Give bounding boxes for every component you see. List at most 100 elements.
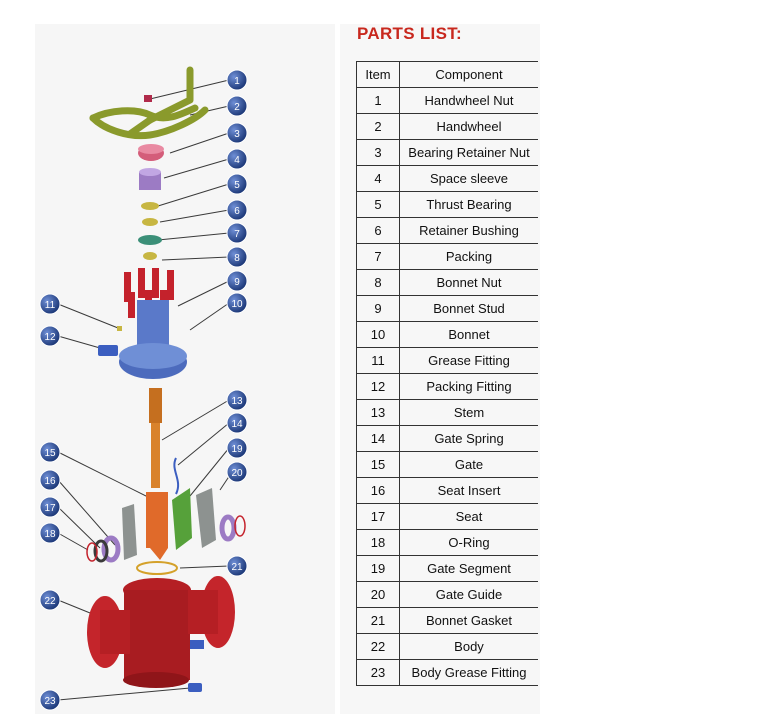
row-item: 15 bbox=[357, 452, 400, 478]
table-row: 2Handwheel bbox=[357, 114, 539, 140]
row-component: Seat bbox=[400, 504, 539, 530]
o-ring-right bbox=[235, 516, 245, 536]
row-item: 14 bbox=[357, 426, 400, 452]
row-item: 3 bbox=[357, 140, 400, 166]
row-component: Handwheel Nut bbox=[400, 88, 539, 114]
parts-table: Item Component 1Handwheel Nut 2Handwheel… bbox=[356, 61, 538, 686]
callout-label-7: 7 bbox=[234, 229, 240, 240]
callout-label-14: 14 bbox=[231, 419, 243, 430]
bonnet-flange-top bbox=[119, 343, 187, 369]
body-grease-fitting-side bbox=[190, 640, 204, 649]
gate-segment bbox=[172, 488, 192, 550]
row-item: 13 bbox=[357, 400, 400, 426]
packing-fitting bbox=[98, 345, 118, 356]
row-component: Packing Fitting bbox=[400, 374, 539, 400]
row-component: Seat Insert bbox=[400, 478, 539, 504]
row-item: 12 bbox=[357, 374, 400, 400]
row-item: 9 bbox=[357, 296, 400, 322]
row-item: 11 bbox=[357, 348, 400, 374]
callout-label-13: 13 bbox=[231, 396, 243, 407]
retainer-bushing bbox=[142, 218, 158, 226]
packing-bushing bbox=[143, 252, 157, 260]
table-row: 12Packing Fitting bbox=[357, 374, 539, 400]
row-component: Bonnet Stud bbox=[400, 296, 539, 322]
row-component: Bearing Retainer Nut bbox=[400, 140, 539, 166]
row-item: 19 bbox=[357, 556, 400, 582]
callout-label-12: 12 bbox=[44, 332, 56, 343]
row-item: 10 bbox=[357, 322, 400, 348]
row-component: Bonnet bbox=[400, 322, 539, 348]
row-item: 16 bbox=[357, 478, 400, 504]
row-component: O-Ring bbox=[400, 530, 539, 556]
callout-label-22: 22 bbox=[44, 596, 56, 607]
row-component: Bonnet Nut bbox=[400, 270, 539, 296]
row-component: Body bbox=[400, 634, 539, 660]
grease-fitting bbox=[117, 326, 122, 331]
stem-threads bbox=[149, 388, 162, 423]
callout-label-8: 8 bbox=[234, 253, 240, 264]
bearing-retainer-nut-top bbox=[138, 144, 164, 154]
callout-label-1: 1 bbox=[234, 76, 240, 87]
callout-label-21: 21 bbox=[231, 562, 243, 573]
callout-label-6: 6 bbox=[234, 206, 240, 217]
row-item: 8 bbox=[357, 270, 400, 296]
row-component: Retainer Bushing bbox=[400, 218, 539, 244]
callout-label-2: 2 bbox=[234, 102, 240, 113]
handwheel bbox=[93, 70, 205, 136]
thrust-bearing bbox=[141, 202, 159, 210]
callout-label-10: 10 bbox=[231, 299, 243, 310]
space-sleeve-top bbox=[139, 168, 161, 176]
header-component: Component bbox=[400, 62, 539, 88]
callout-label-9: 9 bbox=[234, 277, 240, 288]
parts-table-header: Item Component bbox=[357, 62, 539, 88]
row-component: Body Grease Fitting bbox=[400, 660, 539, 686]
callout-label-23: 23 bbox=[44, 696, 56, 707]
row-item: 21 bbox=[357, 608, 400, 634]
row-item: 7 bbox=[357, 244, 400, 270]
row-component: Gate Guide bbox=[400, 582, 539, 608]
valve-body bbox=[87, 576, 235, 688]
header-item: Item bbox=[357, 62, 400, 88]
bonnet-gasket bbox=[137, 562, 177, 574]
row-component: Grease Fitting bbox=[400, 348, 539, 374]
row-component: Gate Segment bbox=[400, 556, 539, 582]
gate bbox=[146, 492, 168, 560]
row-item: 1 bbox=[357, 88, 400, 114]
seat-insert-right bbox=[222, 517, 234, 539]
right-gate-guide bbox=[196, 488, 216, 548]
handwheel-nut bbox=[144, 95, 152, 102]
row-component: Handwheel bbox=[400, 114, 539, 140]
left-gate-guide bbox=[122, 504, 137, 560]
row-item: 20 bbox=[357, 582, 400, 608]
body-grease-fitting bbox=[188, 683, 202, 692]
row-component: Bonnet Gasket bbox=[400, 608, 539, 634]
row-component: Stem bbox=[400, 400, 539, 426]
table-row: 3Bearing Retainer Nut bbox=[357, 140, 539, 166]
callout-label-15: 15 bbox=[44, 448, 56, 459]
table-row: 16Seat Insert bbox=[357, 478, 539, 504]
callout-label-11: 11 bbox=[45, 300, 56, 311]
table-row: 20Gate Guide bbox=[357, 582, 539, 608]
row-item: 23 bbox=[357, 660, 400, 686]
row-item: 6 bbox=[357, 218, 400, 244]
packing bbox=[138, 235, 162, 245]
row-item: 18 bbox=[357, 530, 400, 556]
callout-label-18: 18 bbox=[44, 529, 56, 540]
callout-label-20: 20 bbox=[231, 468, 243, 479]
row-item: 4 bbox=[357, 166, 400, 192]
row-component: Packing bbox=[400, 244, 539, 270]
row-item: 17 bbox=[357, 504, 400, 530]
callout-label-19: 19 bbox=[231, 444, 243, 455]
callout-label-5: 5 bbox=[234, 180, 240, 191]
callout-label-4: 4 bbox=[234, 155, 240, 166]
callout-label-16: 16 bbox=[44, 476, 56, 487]
